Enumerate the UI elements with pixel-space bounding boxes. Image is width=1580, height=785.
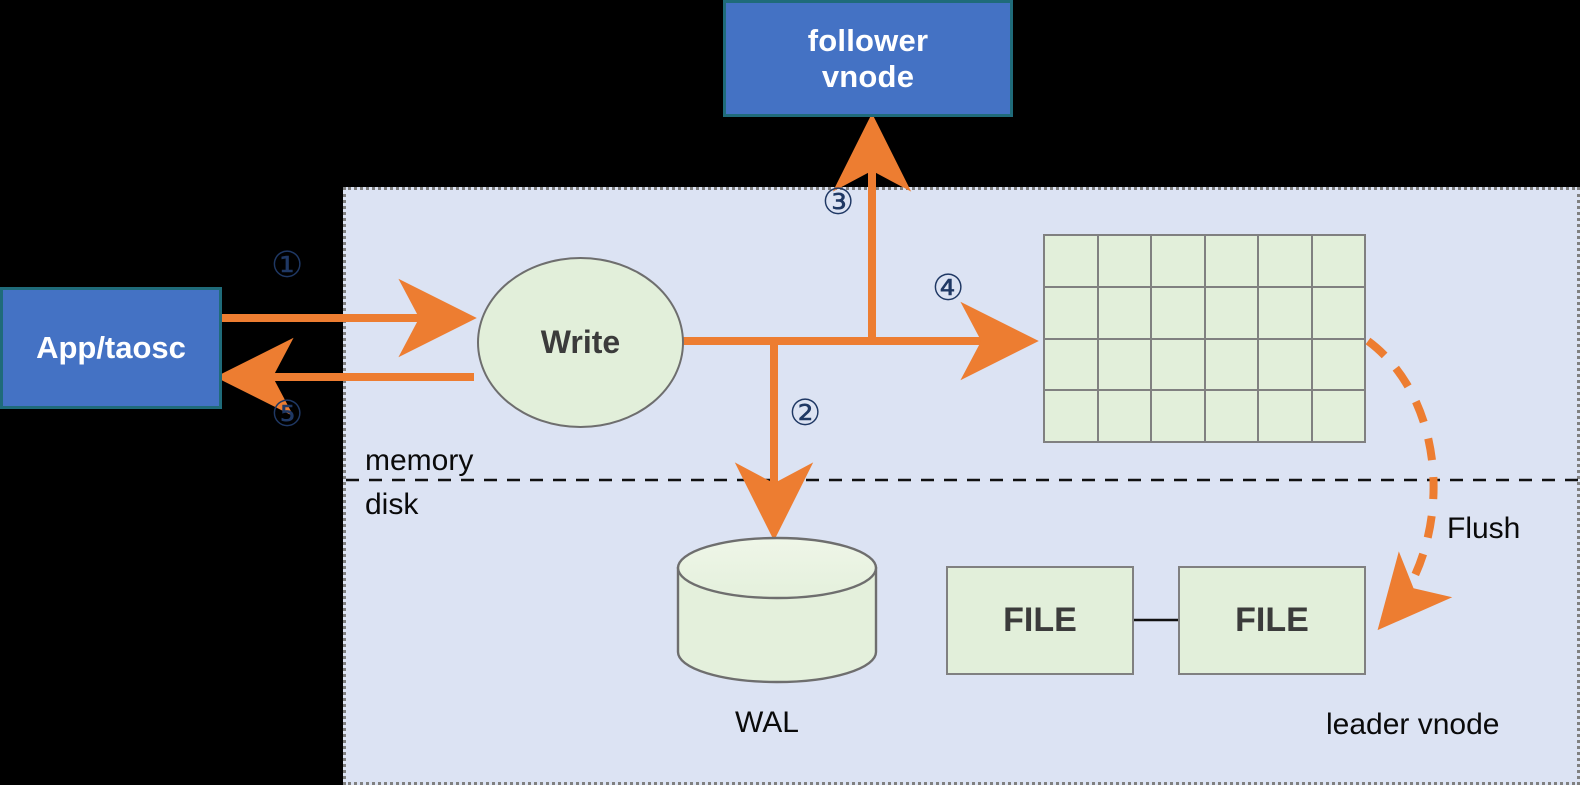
table-cell [1045,339,1097,390]
arrow-flush [1365,337,1453,631]
app-taosc-node[interactable]: App/taosc [0,287,222,409]
file-label-2: FILE [1235,601,1309,639]
wal-label: WAL [735,706,799,739]
table-cell [1045,287,1097,338]
step-number-4: ④ [932,267,965,308]
table-cell [1312,339,1364,390]
disk-label: disk [365,488,419,521]
follower-vnode-label-line2: vnode [821,58,915,94]
table-cell [1312,287,1364,338]
table-cell [1152,339,1204,390]
memory-label: memory [365,444,474,477]
table-cell [1098,236,1150,286]
step-number-5: ⑤ [271,393,304,434]
table-cell [1152,287,1204,338]
flush-label: Flush [1447,512,1521,545]
table-cell [1205,287,1257,338]
file-node-2[interactable]: FILE [1178,566,1366,675]
table-cell [1045,391,1097,441]
file-label-1: FILE [1003,601,1077,639]
table-cell [1152,391,1204,441]
table-cell [1205,339,1257,390]
table-cell [1259,236,1311,286]
app-taosc-label: App/taosc [36,330,186,365]
file-node-1[interactable]: FILE [946,566,1134,675]
table-cell [1098,391,1150,441]
step-number-1: ① [271,244,304,285]
step-number-3: ③ [822,181,855,222]
table-cell [1259,339,1311,390]
step-number-2: ② [789,392,822,433]
table-cell [1259,287,1311,338]
memory-table-grid[interactable] [1043,234,1366,443]
table-cell [1259,391,1311,441]
table-cell [1205,391,1257,441]
table-cell [1045,236,1097,286]
table-cell [1312,391,1364,441]
leader-vnode-label: leader vnode [1326,708,1500,741]
write-label: Write [540,324,621,360]
follower-vnode-label-line1: follower [807,22,929,58]
wal-cylinder [676,536,878,684]
table-cell [1312,236,1364,286]
table-cell [1098,339,1150,390]
follower-vnode-node[interactable]: follower vnode [723,0,1013,117]
table-cell [1098,287,1150,338]
table-cell [1152,236,1204,286]
write-node[interactable]: Write [477,257,684,428]
table-cell [1205,236,1257,286]
